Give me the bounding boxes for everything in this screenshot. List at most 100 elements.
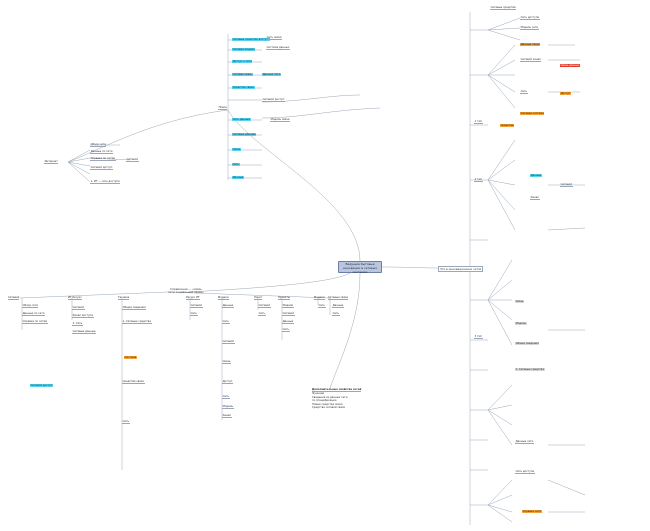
bottom-list-item[interactable]: по спецификации bbox=[312, 399, 337, 403]
right-node-1[interactable]: Сетевые средства bbox=[490, 6, 517, 11]
col5-item[interactable]: Доступ bbox=[222, 380, 233, 385]
right-node-17[interactable]: 1. Сетевые средства bbox=[515, 368, 545, 372]
col1-item[interactable]: Обзор сети bbox=[22, 304, 39, 309]
top-node-2[interactable]: Сеть связи bbox=[266, 36, 283, 41]
left-main-branch[interactable]: Справочная — «связь сети социальной связ… bbox=[168, 287, 204, 295]
column-head-8[interactable]: Модели bbox=[314, 296, 325, 300]
col4-item[interactable]: Сеть bbox=[190, 312, 198, 317]
top-node-7[interactable]: Данные сети bbox=[262, 73, 281, 77]
left-child-1[interactable]: Обзор сети bbox=[90, 143, 107, 148]
column-head-4[interactable]: Ресурс ИТ bbox=[186, 296, 200, 300]
top-node-10[interactable]: Сеть данных bbox=[232, 118, 251, 122]
right-node-2[interactable]: Сеть доступа bbox=[520, 16, 540, 21]
col3-item[interactable]: 1. Сетевые средства bbox=[122, 320, 152, 325]
right-node-11[interactable]: Данные bbox=[530, 174, 542, 178]
right-node-6[interactable]: Связь данных bbox=[560, 64, 581, 68]
central-topic-line2: инновации в сетевых bbox=[343, 265, 377, 270]
top-node-9[interactable]: Сетевой доступ bbox=[262, 98, 285, 103]
col5-item[interactable]: Связь bbox=[222, 360, 231, 365]
column-head-9[interactable]: Сетевые связи bbox=[328, 296, 349, 300]
left-child-6[interactable]: 1. ИТ — сеть доступа bbox=[90, 180, 121, 185]
right-node-10[interactable]: Средства bbox=[500, 124, 515, 128]
column-head-7[interactable]: Проекты bbox=[278, 296, 290, 300]
top-hub[interactable]: Новое bbox=[218, 106, 228, 111]
column-head-6[interactable]: Пакет bbox=[254, 296, 263, 300]
left-child-2[interactable]: Данные по сети bbox=[90, 150, 113, 155]
col3-item[interactable]: Средства связи bbox=[122, 380, 145, 385]
right-node-13[interactable]: Сетевой bbox=[560, 183, 573, 188]
bottom-list-item[interactable]: Средства сетевой связи bbox=[312, 406, 346, 410]
col7-item[interactable]: Сетевой bbox=[282, 312, 295, 317]
top-node-6[interactable]: Сетевая связь bbox=[232, 73, 253, 77]
right-node-18[interactable]: Справка сети bbox=[522, 510, 542, 514]
top-node-3[interactable]: Сетевая модель bbox=[232, 48, 256, 52]
col8-item[interactable]: Сеть bbox=[318, 304, 326, 309]
bottom-list-item[interactable]: Новые средства связи bbox=[312, 402, 343, 406]
right-node-15[interactable]: Модель bbox=[515, 322, 527, 326]
col3-highlight[interactable]: Система bbox=[124, 356, 137, 360]
col9-item[interactable]: Сеть bbox=[332, 312, 340, 317]
col2-item[interactable]: Канал доступа bbox=[72, 314, 94, 319]
right-mid-hub[interactable]: 2 тип bbox=[474, 178, 483, 183]
left-child-4[interactable]: Сетевой доступ bbox=[90, 166, 113, 171]
col5-item[interactable]: Модель bbox=[222, 405, 234, 410]
col5-item[interactable]: Данные bbox=[222, 304, 234, 309]
right-node-8[interactable]: Доступ bbox=[560, 92, 571, 96]
column-head-5[interactable]: Модели bbox=[218, 296, 229, 300]
col1-item[interactable]: Данные по сети bbox=[22, 312, 45, 317]
right-top-hub[interactable]: 1 тип bbox=[474, 120, 483, 125]
right-node-4[interactable]: Данные связи bbox=[520, 43, 541, 47]
right-bottom-hub[interactable]: 3 тип bbox=[474, 335, 483, 340]
col6-item[interactable]: Сетевой bbox=[258, 304, 271, 309]
top-node-15[interactable]: Данные bbox=[232, 176, 244, 180]
top-node-11[interactable]: Модель связи bbox=[270, 118, 290, 123]
left-main-line2: сети социальной связи» bbox=[168, 290, 204, 295]
top-node-5[interactable]: Доступ к сети bbox=[232, 60, 253, 64]
column-head-3[interactable]: Техника bbox=[118, 296, 130, 300]
col5-item[interactable]: Сеть bbox=[222, 395, 230, 400]
right-node-14[interactable]: Связь bbox=[515, 300, 524, 304]
right-node-20[interactable]: Сеть доступа bbox=[515, 470, 535, 475]
col2-item[interactable]: 2. Сеть bbox=[72, 322, 83, 327]
col7-item[interactable]: Модели bbox=[282, 304, 294, 309]
central-topic-line1: Ведущие бытовые bbox=[345, 262, 375, 266]
col4-item[interactable]: Сетевой bbox=[190, 304, 203, 309]
col6-item[interactable]: Сеть bbox=[258, 312, 266, 317]
right-node-3[interactable]: Модель сети bbox=[520, 26, 539, 31]
bottom-list-item[interactable]: Функции bbox=[312, 392, 325, 396]
col2-item[interactable]: Сетевой bbox=[72, 306, 85, 311]
col7-item[interactable]: Сеть bbox=[282, 328, 290, 333]
bottom-list-title[interactable]: Дополнительные свойства сетей bbox=[312, 388, 362, 393]
left-child-3[interactable]: Справка по сетям bbox=[90, 157, 116, 162]
right-node-9[interactable]: Сетевая система bbox=[520, 112, 545, 116]
col7-item[interactable]: Данные bbox=[282, 320, 294, 325]
col9-item[interactable]: Данные bbox=[332, 304, 344, 309]
right-node-7[interactable]: Сеть bbox=[520, 90, 528, 95]
right-node-19[interactable]: Данные сети bbox=[515, 440, 534, 445]
col5-item[interactable]: Сеть bbox=[222, 320, 230, 325]
right-node-12[interactable]: Канал bbox=[530, 196, 540, 201]
left-hub[interactable]: Интернет bbox=[44, 160, 59, 165]
top-node-14[interactable]: Сеть bbox=[232, 163, 240, 167]
column-head-1[interactable]: Сетевой bbox=[8, 296, 20, 300]
col2-item[interactable]: Сетевые данные bbox=[72, 330, 97, 335]
top-node-12[interactable]: Сетевые данные bbox=[232, 133, 257, 137]
col5-item[interactable]: Канал bbox=[222, 414, 232, 419]
top-node-8[interactable]: Средства связи bbox=[232, 86, 255, 90]
top-node-4[interactable]: Система данных bbox=[266, 46, 290, 51]
bottom-list-item[interactable]: Сведения из данных сети bbox=[312, 395, 348, 399]
top-node-1[interactable]: Сетевые средства доступа bbox=[232, 38, 271, 42]
col3-item[interactable]: Общие сведения bbox=[122, 306, 147, 311]
right-node-5[interactable]: Сетевой канал bbox=[520, 58, 542, 63]
column-head-2[interactable]: ИТ-Ресурс bbox=[68, 296, 82, 300]
right-main-branch[interactable]: Что в инновационных сетях bbox=[438, 266, 484, 272]
left-child-5[interactable]: Сетевой bbox=[126, 158, 139, 163]
central-topic[interactable]: Ведущие бытовые инновации в сетевых сист… bbox=[338, 261, 382, 273]
right-node-16[interactable]: Общие сведения bbox=[515, 342, 540, 346]
col5-item[interactable]: Сетевой bbox=[222, 340, 235, 345]
col1-highlight[interactable]: Сетевой доступ bbox=[30, 384, 53, 388]
col1-item[interactable]: Справка по сетям bbox=[22, 320, 48, 325]
col3-item[interactable]: Сеть bbox=[122, 420, 130, 425]
top-node-13[interactable]: Связь bbox=[232, 148, 241, 152]
